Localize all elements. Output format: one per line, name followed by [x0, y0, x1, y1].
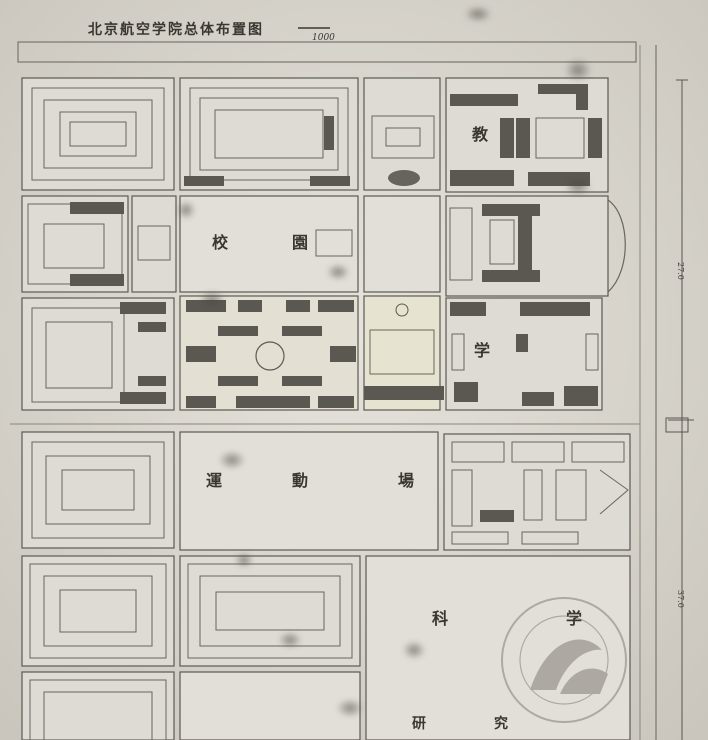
- label-academic: 学: [474, 341, 490, 360]
- block-teaching-n1: [179, 77, 359, 191]
- title-area: 北京航空学院总体布置图 1000: [88, 21, 335, 43]
- label-admin: 教: [472, 125, 489, 144]
- block-south-small: [179, 671, 361, 740]
- block-central-plaza: [179, 295, 359, 411]
- label-school: 校: [212, 233, 229, 252]
- block-main-building: [445, 195, 626, 297]
- university-seal-watermark: [501, 597, 627, 723]
- block-gate-plaza: [363, 295, 444, 411]
- block-dormitory-sw2: [21, 671, 175, 740]
- paper-stains: [176, 5, 592, 718]
- label-research-2: 究: [494, 715, 508, 732]
- label-sports-1: 運: [206, 471, 222, 490]
- block-dormitory-nw: [21, 77, 175, 191]
- label-science-1: 科: [432, 609, 448, 628]
- label-garden: 園: [292, 233, 308, 252]
- dimension-upper: 27.0: [676, 262, 685, 280]
- block-labs-e4: [443, 433, 631, 551]
- label-sports-3: 場: [398, 471, 414, 490]
- block-admin-ne: 教: [445, 77, 609, 193]
- pond-shape: [388, 170, 420, 186]
- label-sports-2: 動: [292, 471, 308, 490]
- scale-label: 1000: [312, 33, 335, 43]
- block-science-research: 科 学 研 究: [365, 555, 631, 740]
- block-small-w2b: [131, 195, 177, 293]
- block-academic: 学: [445, 297, 603, 411]
- block-sports-field: 運 動 場: [179, 431, 439, 551]
- block-teaching-s: [179, 555, 361, 667]
- block-dormitory-sw: [21, 555, 175, 667]
- plaza-circle: [255, 341, 285, 371]
- block-dormitory-w3: [21, 297, 175, 411]
- dimension-lower: 37.0: [676, 590, 685, 608]
- block-dormitory-w4: [21, 431, 175, 549]
- block-small-n2: [363, 77, 441, 191]
- right-road: 27.0 37.0: [639, 45, 694, 740]
- label-research-1: 研: [412, 716, 426, 732]
- map-title: 北京航空学院总体布置图: [88, 21, 264, 38]
- label-science-2: 学: [566, 609, 582, 628]
- top-road: [17, 41, 637, 63]
- block-library-area: [363, 195, 441, 293]
- block-dormitory-w2: [21, 195, 129, 293]
